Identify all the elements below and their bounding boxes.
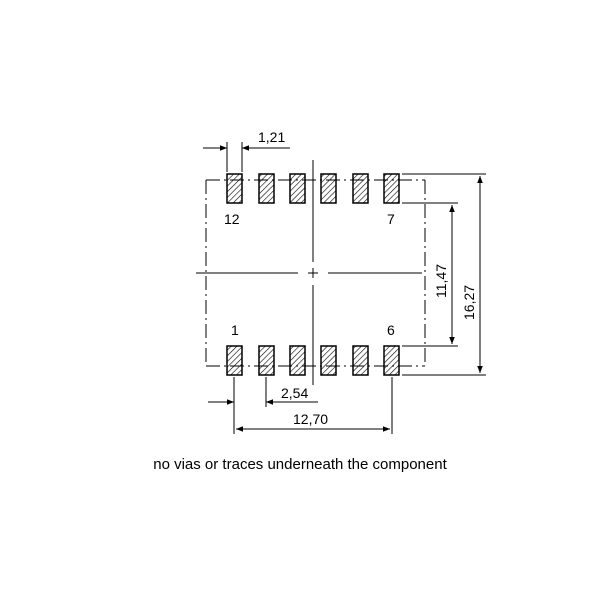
pad: [258, 345, 275, 376]
outer-height-dimension: [402, 173, 486, 376]
pad: [352, 345, 369, 376]
pitch-label: 2,54: [281, 385, 308, 401]
pad: [320, 173, 337, 204]
pad: [289, 173, 306, 204]
pitch-dimension: [208, 377, 318, 434]
footprint-note: no vias or traces underneath the compone…: [153, 456, 447, 473]
inner-height-dimension: [402, 202, 458, 347]
pad-width-label: 1,21: [258, 129, 285, 145]
pin-label-12: 12: [224, 211, 240, 227]
pin-label-1: 1: [231, 322, 239, 338]
pad: [383, 173, 400, 204]
inner-height-label: 11,47: [433, 264, 449, 298]
pad: [320, 345, 337, 376]
pad-width-dimension: [203, 142, 290, 172]
pad: [289, 345, 306, 376]
row-span-label: 12,70: [293, 411, 328, 427]
pin-label-6: 6: [387, 322, 395, 338]
row-span-dimension: [236, 377, 393, 434]
center-lines: [196, 160, 422, 385]
pad: [226, 173, 243, 204]
outer-height-label: 16,27: [461, 285, 477, 320]
pad: [383, 345, 400, 376]
top-pad-row: [226, 173, 400, 204]
pin-label-7: 7: [387, 211, 395, 227]
bottom-pad-row: [226, 345, 400, 376]
pad: [226, 345, 243, 376]
pad: [258, 173, 275, 204]
pad: [352, 173, 369, 204]
